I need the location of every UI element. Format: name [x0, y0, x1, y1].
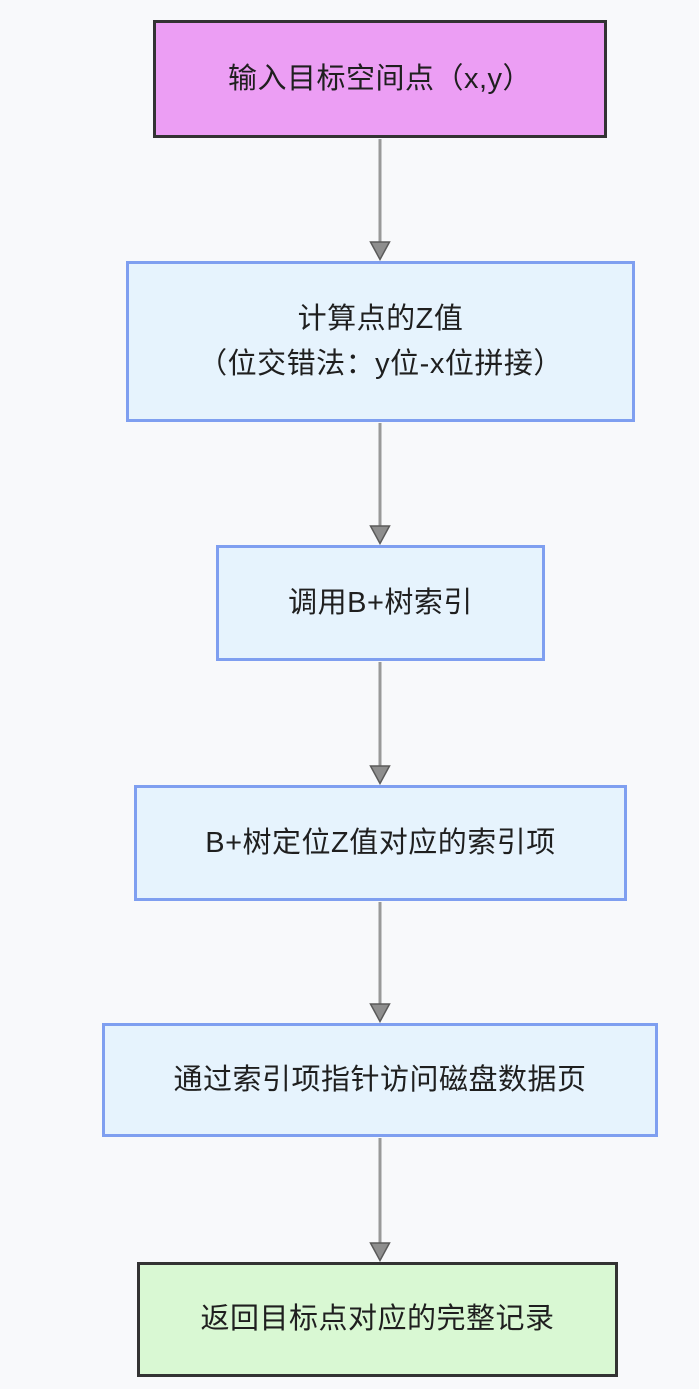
- flow-node-input-point: 输入目标空间点（x,y）: [153, 20, 607, 138]
- arrow-shaft: [378, 1138, 382, 1245]
- flow-node-locate-index-entry: B+树定位Z值对应的索引项: [134, 785, 627, 901]
- flow-node-label: B+树定位Z值对应的索引项: [205, 821, 556, 866]
- node-text-line: B+树定位Z值对应的索引项: [205, 826, 556, 859]
- arrow-head-icon: [369, 1003, 391, 1023]
- node-text-line: 调用B+树索引: [288, 586, 473, 619]
- node-text-line: 计算点的Z值: [297, 302, 464, 335]
- arrow-head-icon: [369, 765, 391, 785]
- arrow-shaft: [378, 662, 382, 768]
- flow-arrow-down-5: [369, 1138, 391, 1262]
- arrow-head-icon: [369, 525, 391, 545]
- node-text-line: 通过索引项指针访问磁盘数据页: [173, 1063, 587, 1096]
- node-text-line: 输入目标空间点（x,y）: [227, 62, 533, 95]
- flow-node-compute-z: 计算点的Z值 （位交错法：y位-x位拼接）: [126, 261, 635, 422]
- flow-node-label: 输入目标空间点（x,y）: [228, 57, 532, 102]
- flow-node-label: 通过索引项指针访问磁盘数据页: [173, 1058, 586, 1103]
- arrow-shaft: [378, 423, 382, 528]
- arrow-shaft: [378, 902, 382, 1006]
- arrow-head-icon: [369, 241, 391, 261]
- flow-node-call-btree-index: 调用B+树索引: [216, 545, 545, 661]
- arrow-head-icon: [369, 1242, 391, 1262]
- arrow-shaft: [378, 139, 382, 244]
- flow-node-access-disk-page: 通过索引项指针访问磁盘数据页: [102, 1023, 658, 1137]
- flow-arrow-down-1: [369, 139, 391, 261]
- flow-arrow-down-2: [369, 423, 391, 545]
- flow-node-label: 计算点的Z值 （位交错法：y位-x位拼接）: [198, 297, 563, 387]
- node-text-line: 返回目标点对应的完整记录: [200, 1303, 555, 1335]
- flow-node-label: 调用B+树索引: [288, 581, 473, 626]
- flow-arrow-down-3: [369, 662, 391, 785]
- node-text-line: （位交错法：y位-x位拼接）: [198, 347, 563, 380]
- flow-arrow-down-4: [369, 902, 391, 1023]
- flow-node-return-record: 返回目标点对应的完整记录: [137, 1262, 618, 1377]
- flow-node-label: 返回目标点对应的完整记录: [200, 1297, 554, 1342]
